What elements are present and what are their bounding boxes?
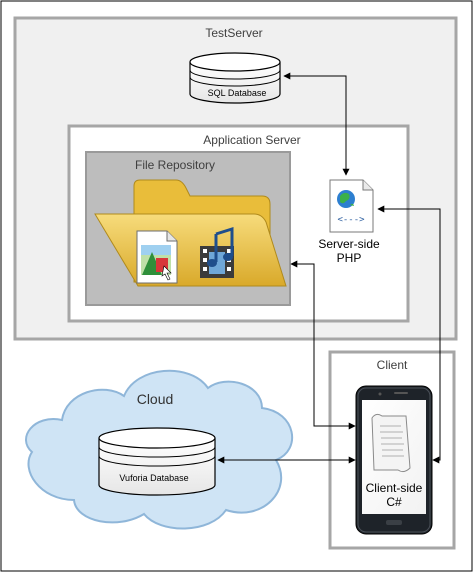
- csharp-script-icon: [371, 413, 411, 473]
- php-script-icon: <--->: [329, 179, 374, 233]
- sql-database-label: SQL Database: [208, 88, 267, 98]
- file-repository-label: File Repository: [135, 158, 215, 172]
- repository-to-client-arrow: [290, 260, 356, 430]
- client-label: Client: [377, 358, 408, 372]
- php-to-client-arrow: [377, 205, 441, 464]
- sql-database: SQL Database: [189, 52, 281, 104]
- media-file-icon: [200, 226, 234, 278]
- sql-database-icon: [189, 62, 281, 104]
- vuforia-database-label: Vuforia Database: [119, 473, 188, 483]
- cloud-label: Cloud: [137, 391, 174, 407]
- svg-text:<--->: <--->: [337, 215, 365, 225]
- csharp-label: C#: [386, 495, 402, 509]
- server-side-label: Server-side: [318, 237, 380, 251]
- vuforia-database: Vuforia Database: [98, 427, 216, 496]
- client-side-label: Client-side: [366, 481, 423, 495]
- test-server-label: TestServer: [205, 26, 262, 40]
- application-server-label: Application Server: [203, 133, 300, 147]
- sql-to-php-arrow: [283, 72, 350, 176]
- php-label: PHP: [337, 251, 362, 265]
- image-file-icon: [136, 230, 178, 284]
